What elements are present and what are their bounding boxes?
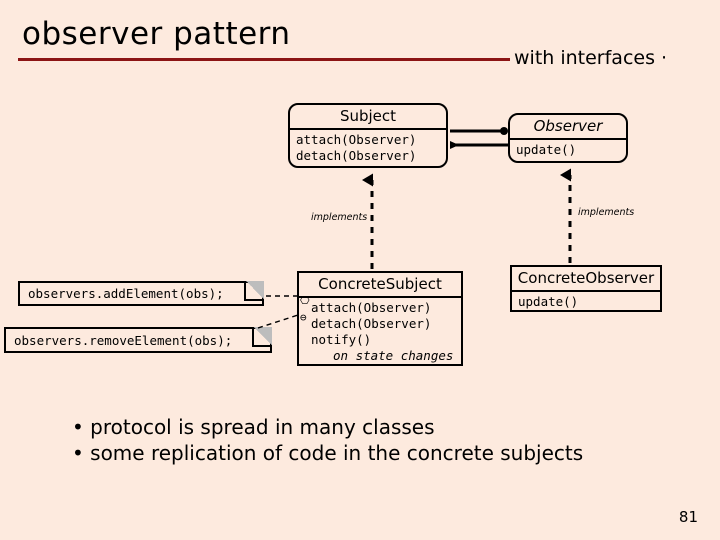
connector-anchor-detach-icon: ⊖ [300,311,307,324]
note-remove-element: observers.removeElement(obs); [4,327,272,353]
uml-class-observer-title: Observer [510,115,626,140]
uml-class-concrete-observer-title: ConcreteObserver [512,267,660,292]
bullet-item: • some replication of code in the concre… [72,441,584,465]
uml-class-concrete-observer: ConcreteObserver update() [510,265,662,312]
bullet-item: • protocol is spread in many classes [72,415,435,439]
uml-member: detach(Observer) [296,148,417,163]
summary-bullets: • protocol is spread in many classes • s… [72,414,583,466]
uml-member: notify() [311,332,372,347]
note-add-element-text: observers.addElement(obs); [28,286,224,301]
uml-class-concrete-subject: ConcreteSubject attach(Observer) detach(… [297,271,463,366]
relation-label-implements-right: implements [578,207,635,218]
connector-anchor-attach-icon: ⎔ [300,294,310,307]
page-number: 81 [678,508,698,526]
uml-class-subject: Subject attach(Observer) detach(Observer… [288,103,448,168]
page-title: observer pattern [22,16,291,52]
note-dogear-icon [244,281,264,301]
note-remove-element-text: observers.removeElement(obs); [14,332,233,348]
uml-member: update() [516,142,577,157]
note-add-element: observers.addElement(obs); [18,281,264,306]
title-underline-rule [18,58,510,61]
uml-class-concrete-subject-members: attach(Observer) detach(Observer) notify… [299,298,461,367]
uml-member: attach(Observer) [311,300,432,315]
uml-class-concrete-observer-members: update() [512,292,660,313]
uml-member: update() [518,294,579,309]
page-subtitle: with interfaces · [514,47,668,69]
uml-member: detach(Observer) [311,316,432,331]
uml-member: attach(Observer) [296,132,417,147]
note-dogear-icon [252,327,272,347]
uml-class-subject-title: Subject [290,105,446,130]
uml-class-concrete-subject-title: ConcreteSubject [299,273,461,298]
uml-class-observer: Observer update() [508,113,628,163]
uml-class-observer-members: update() [510,140,626,161]
relation-label-implements-left: implements [311,212,368,223]
uml-class-subject-members: attach(Observer) detach(Observer) [290,130,446,167]
uml-member-note: on state changes [333,348,454,363]
